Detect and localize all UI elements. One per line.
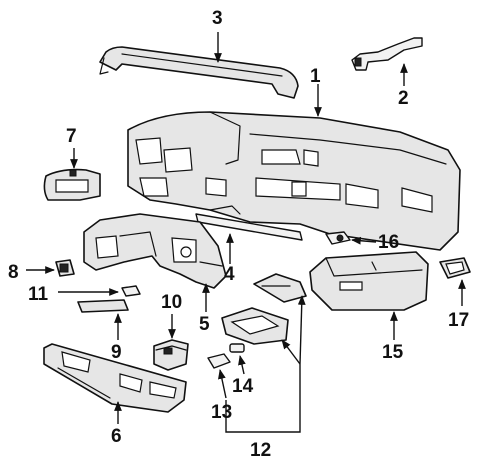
callout-17: 17 — [448, 310, 469, 331]
part-3-top-trim-pad — [99, 46, 299, 99]
part-15-glove-box — [309, 251, 429, 311]
callout-2: 2 — [398, 88, 409, 109]
part-8-switch — [55, 259, 75, 277]
part-4-trim-strip — [195, 213, 303, 241]
callout-10: 10 — [161, 292, 182, 313]
part-5-lower-panel — [83, 213, 227, 289]
part-12-lower-duct — [221, 307, 289, 345]
callout-1: 1 — [310, 66, 321, 87]
part-6-lower-trim-panel — [43, 343, 187, 413]
callout-12: 12 — [250, 440, 271, 461]
callout-labels: 3 2 1 7 4 5 16 17 15 8 11 9 10 6 14 13 1… — [8, 8, 469, 461]
part-9-trim-bar — [77, 299, 129, 313]
callout-16: 16 — [378, 232, 399, 253]
part-12-upper-duct — [253, 273, 307, 303]
callout-4: 4 — [224, 264, 235, 285]
callout-15: 15 — [382, 342, 404, 363]
part-16-switch — [325, 231, 351, 245]
part-10-module — [153, 339, 189, 371]
callout-13: 13 — [211, 402, 232, 423]
callout-8: 8 — [8, 262, 19, 283]
callout-7: 7 — [66, 126, 77, 147]
callout-6: 6 — [111, 426, 122, 447]
callout-3: 3 — [212, 8, 223, 29]
part-17-bezel — [439, 257, 471, 279]
callout-5: 5 — [199, 314, 210, 335]
part-11-clip — [121, 285, 141, 297]
part-13-bracket — [207, 353, 231, 369]
part-1-instrument-panel — [127, 111, 461, 251]
callout-9: 9 — [111, 342, 122, 363]
part-14-knob — [229, 343, 245, 353]
part-2-bracket — [351, 37, 423, 71]
leader-lines — [26, 32, 466, 433]
part-7-vent-bezel — [43, 168, 101, 201]
callout-14: 14 — [232, 376, 254, 397]
callout-11: 11 — [28, 284, 49, 305]
